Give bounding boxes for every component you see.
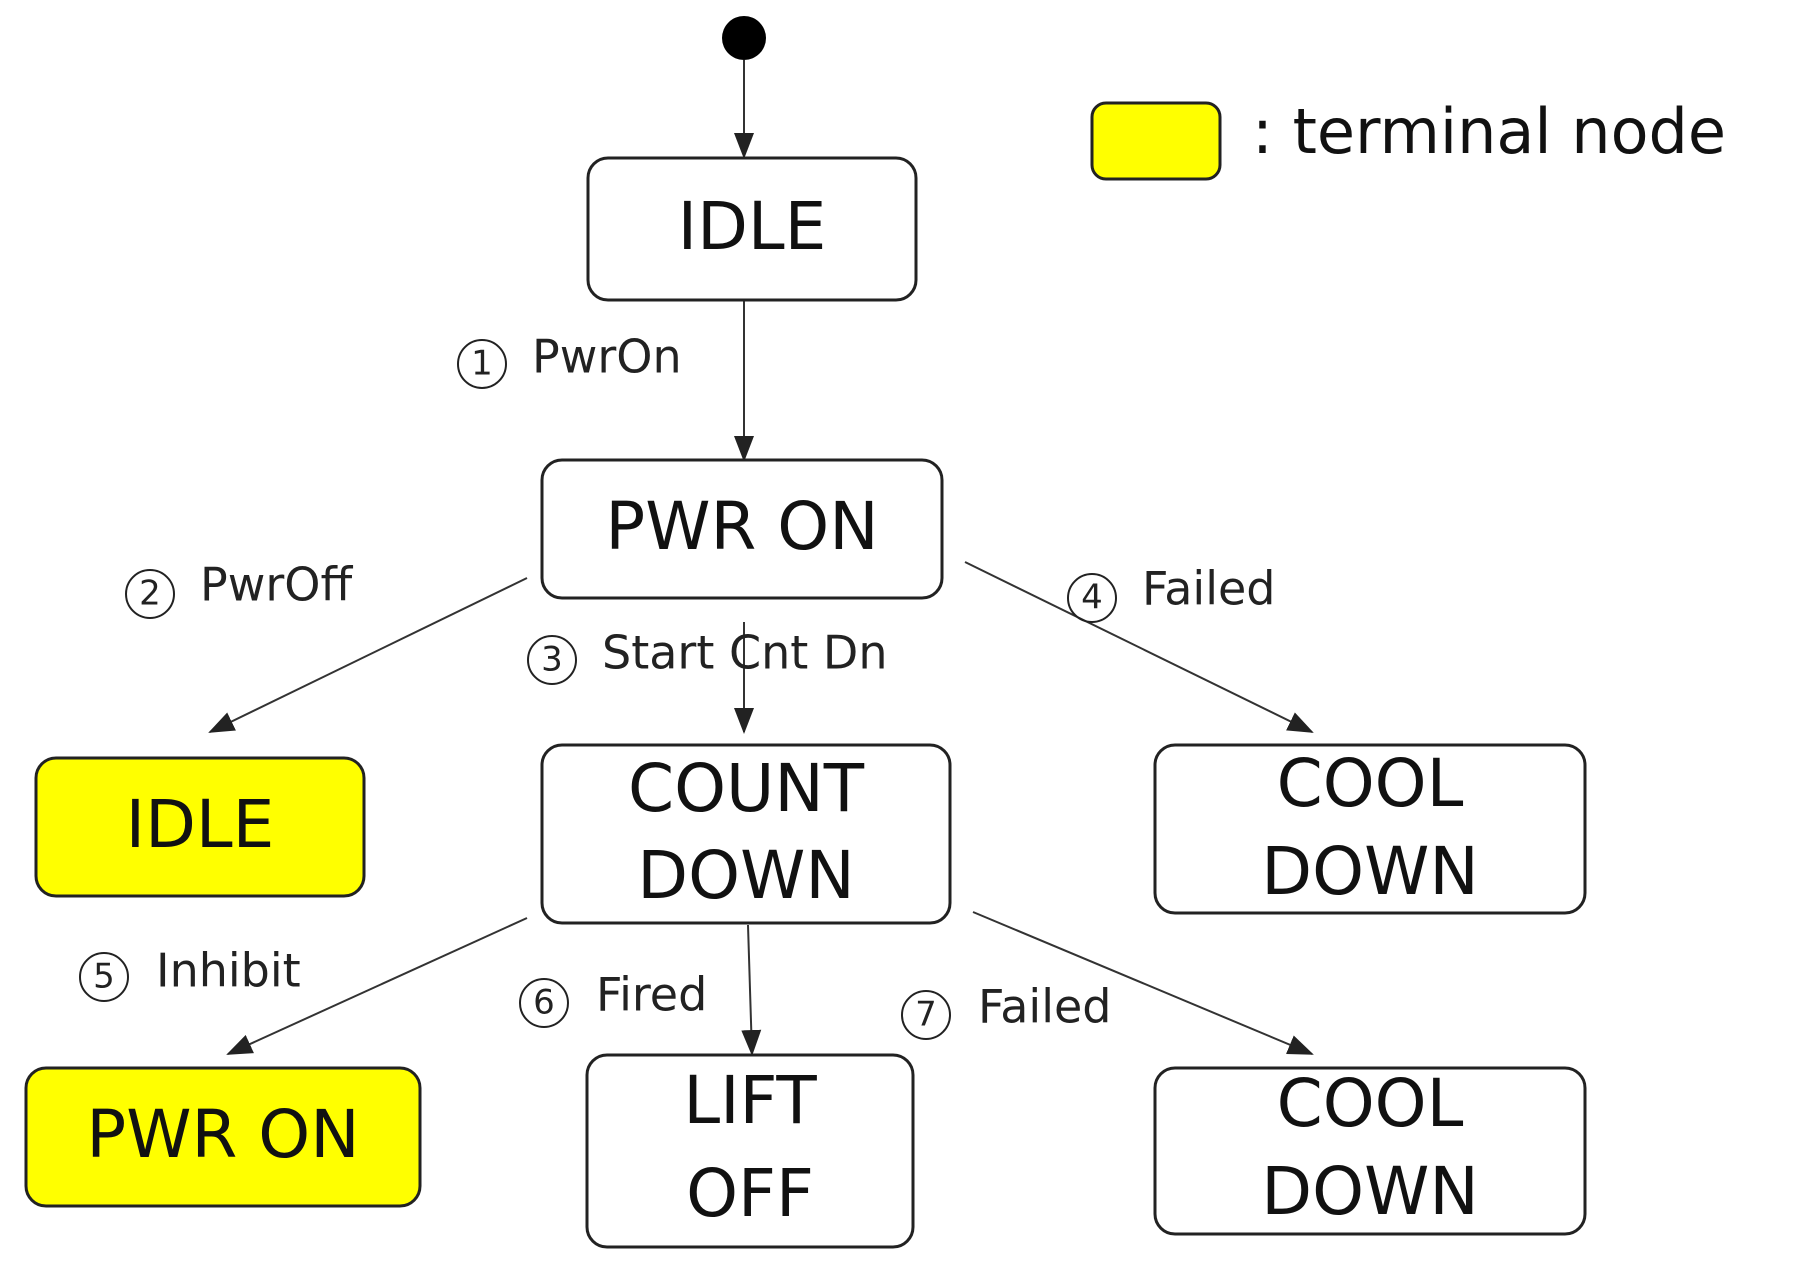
edge-number: 5 [93, 957, 115, 997]
edges [208, 60, 1314, 1056]
edge-label-1: 1 PwrOn [457, 330, 682, 389]
edge-number-circle [527, 635, 577, 685]
edge-number-circle [79, 952, 129, 1002]
edge-2-line [208, 577, 528, 733]
edge-number: 1 [471, 344, 493, 384]
node-label-line-1: COOL [1277, 1065, 1464, 1142]
edge-number-circle [1067, 573, 1117, 623]
edge-number-circle [901, 990, 951, 1040]
node-box [585, 1053, 915, 1249]
initial-state-dot [722, 16, 766, 60]
node-pwr-on: PWR ON [540, 458, 944, 600]
edge-number-circle [457, 339, 507, 389]
node-cool-down-1: COOL DOWN [1153, 743, 1587, 915]
node-cool-down-2: COOL DOWN [1153, 1065, 1587, 1236]
edge-label-7: 7 Failed [901, 980, 1112, 1040]
legend: : terminal node [1090, 95, 1726, 181]
edge-label-text: Failed [1142, 562, 1276, 616]
node-label: IDLE [678, 188, 827, 265]
edge-label-text: PwrOff [200, 558, 353, 612]
edge-label-3: 3 Start Cnt Dn [527, 626, 888, 685]
node-label-line-2: DOWN [637, 837, 854, 914]
node-box [540, 458, 944, 600]
node-label-line-1: COOL [1277, 745, 1464, 822]
node-box-terminal [24, 1066, 422, 1208]
edge-label-text: Start Cnt Dn [602, 626, 888, 680]
node-box-terminal [34, 756, 366, 898]
edge-6-line [741, 924, 762, 1056]
edge-number: 4 [1081, 578, 1103, 618]
edge-4-line [964, 561, 1314, 733]
node-box [540, 743, 952, 925]
edge-number: 7 [915, 995, 937, 1035]
edge-label-text: Failed [978, 980, 1112, 1034]
node-label-line-2: DOWN [1261, 833, 1478, 910]
node-label: PWR ON [605, 488, 878, 565]
edge-label-6: 6 Fired [519, 968, 707, 1028]
edge-number: 2 [139, 574, 161, 614]
node-label-line-1: LIFT [683, 1062, 817, 1139]
node-label-line-2: OFF [686, 1155, 814, 1232]
edge-label-text: Inhibit [156, 944, 301, 998]
edge-number: 3 [541, 640, 563, 680]
node-idle-top: IDLE [586, 156, 918, 302]
edge-number-circle [519, 978, 569, 1028]
edge-7-line [972, 911, 1314, 1055]
node-idle-terminal: IDLE [34, 756, 366, 898]
node-label: PWR ON [86, 1096, 359, 1173]
node-box [586, 156, 918, 302]
legend-terminal-swatch [1090, 101, 1222, 181]
edge-label-4: 4 Failed [1067, 562, 1276, 623]
edge-number: 6 [533, 983, 555, 1023]
edge-label-text: Fired [596, 968, 707, 1022]
edge-label-5: 5 Inhibit [79, 944, 301, 1002]
legend-label: : terminal node [1252, 95, 1726, 168]
node-label-line-1: COUNT [628, 750, 865, 827]
node-lift-off: LIFT OFF [585, 1053, 915, 1249]
node-label-line-2: DOWN [1261, 1153, 1478, 1230]
node-pwr-on-terminal: PWR ON [24, 1066, 422, 1208]
node-label: IDLE [126, 786, 275, 863]
edge-label-2: 2 PwrOff [125, 558, 353, 619]
node-box [1153, 743, 1587, 915]
edge-5-line [226, 917, 528, 1055]
node-count-down: COUNT DOWN [540, 743, 952, 925]
edge-label-text: PwrOn [532, 330, 682, 384]
node-box [1153, 1066, 1587, 1236]
edge-number-circle [125, 569, 175, 619]
